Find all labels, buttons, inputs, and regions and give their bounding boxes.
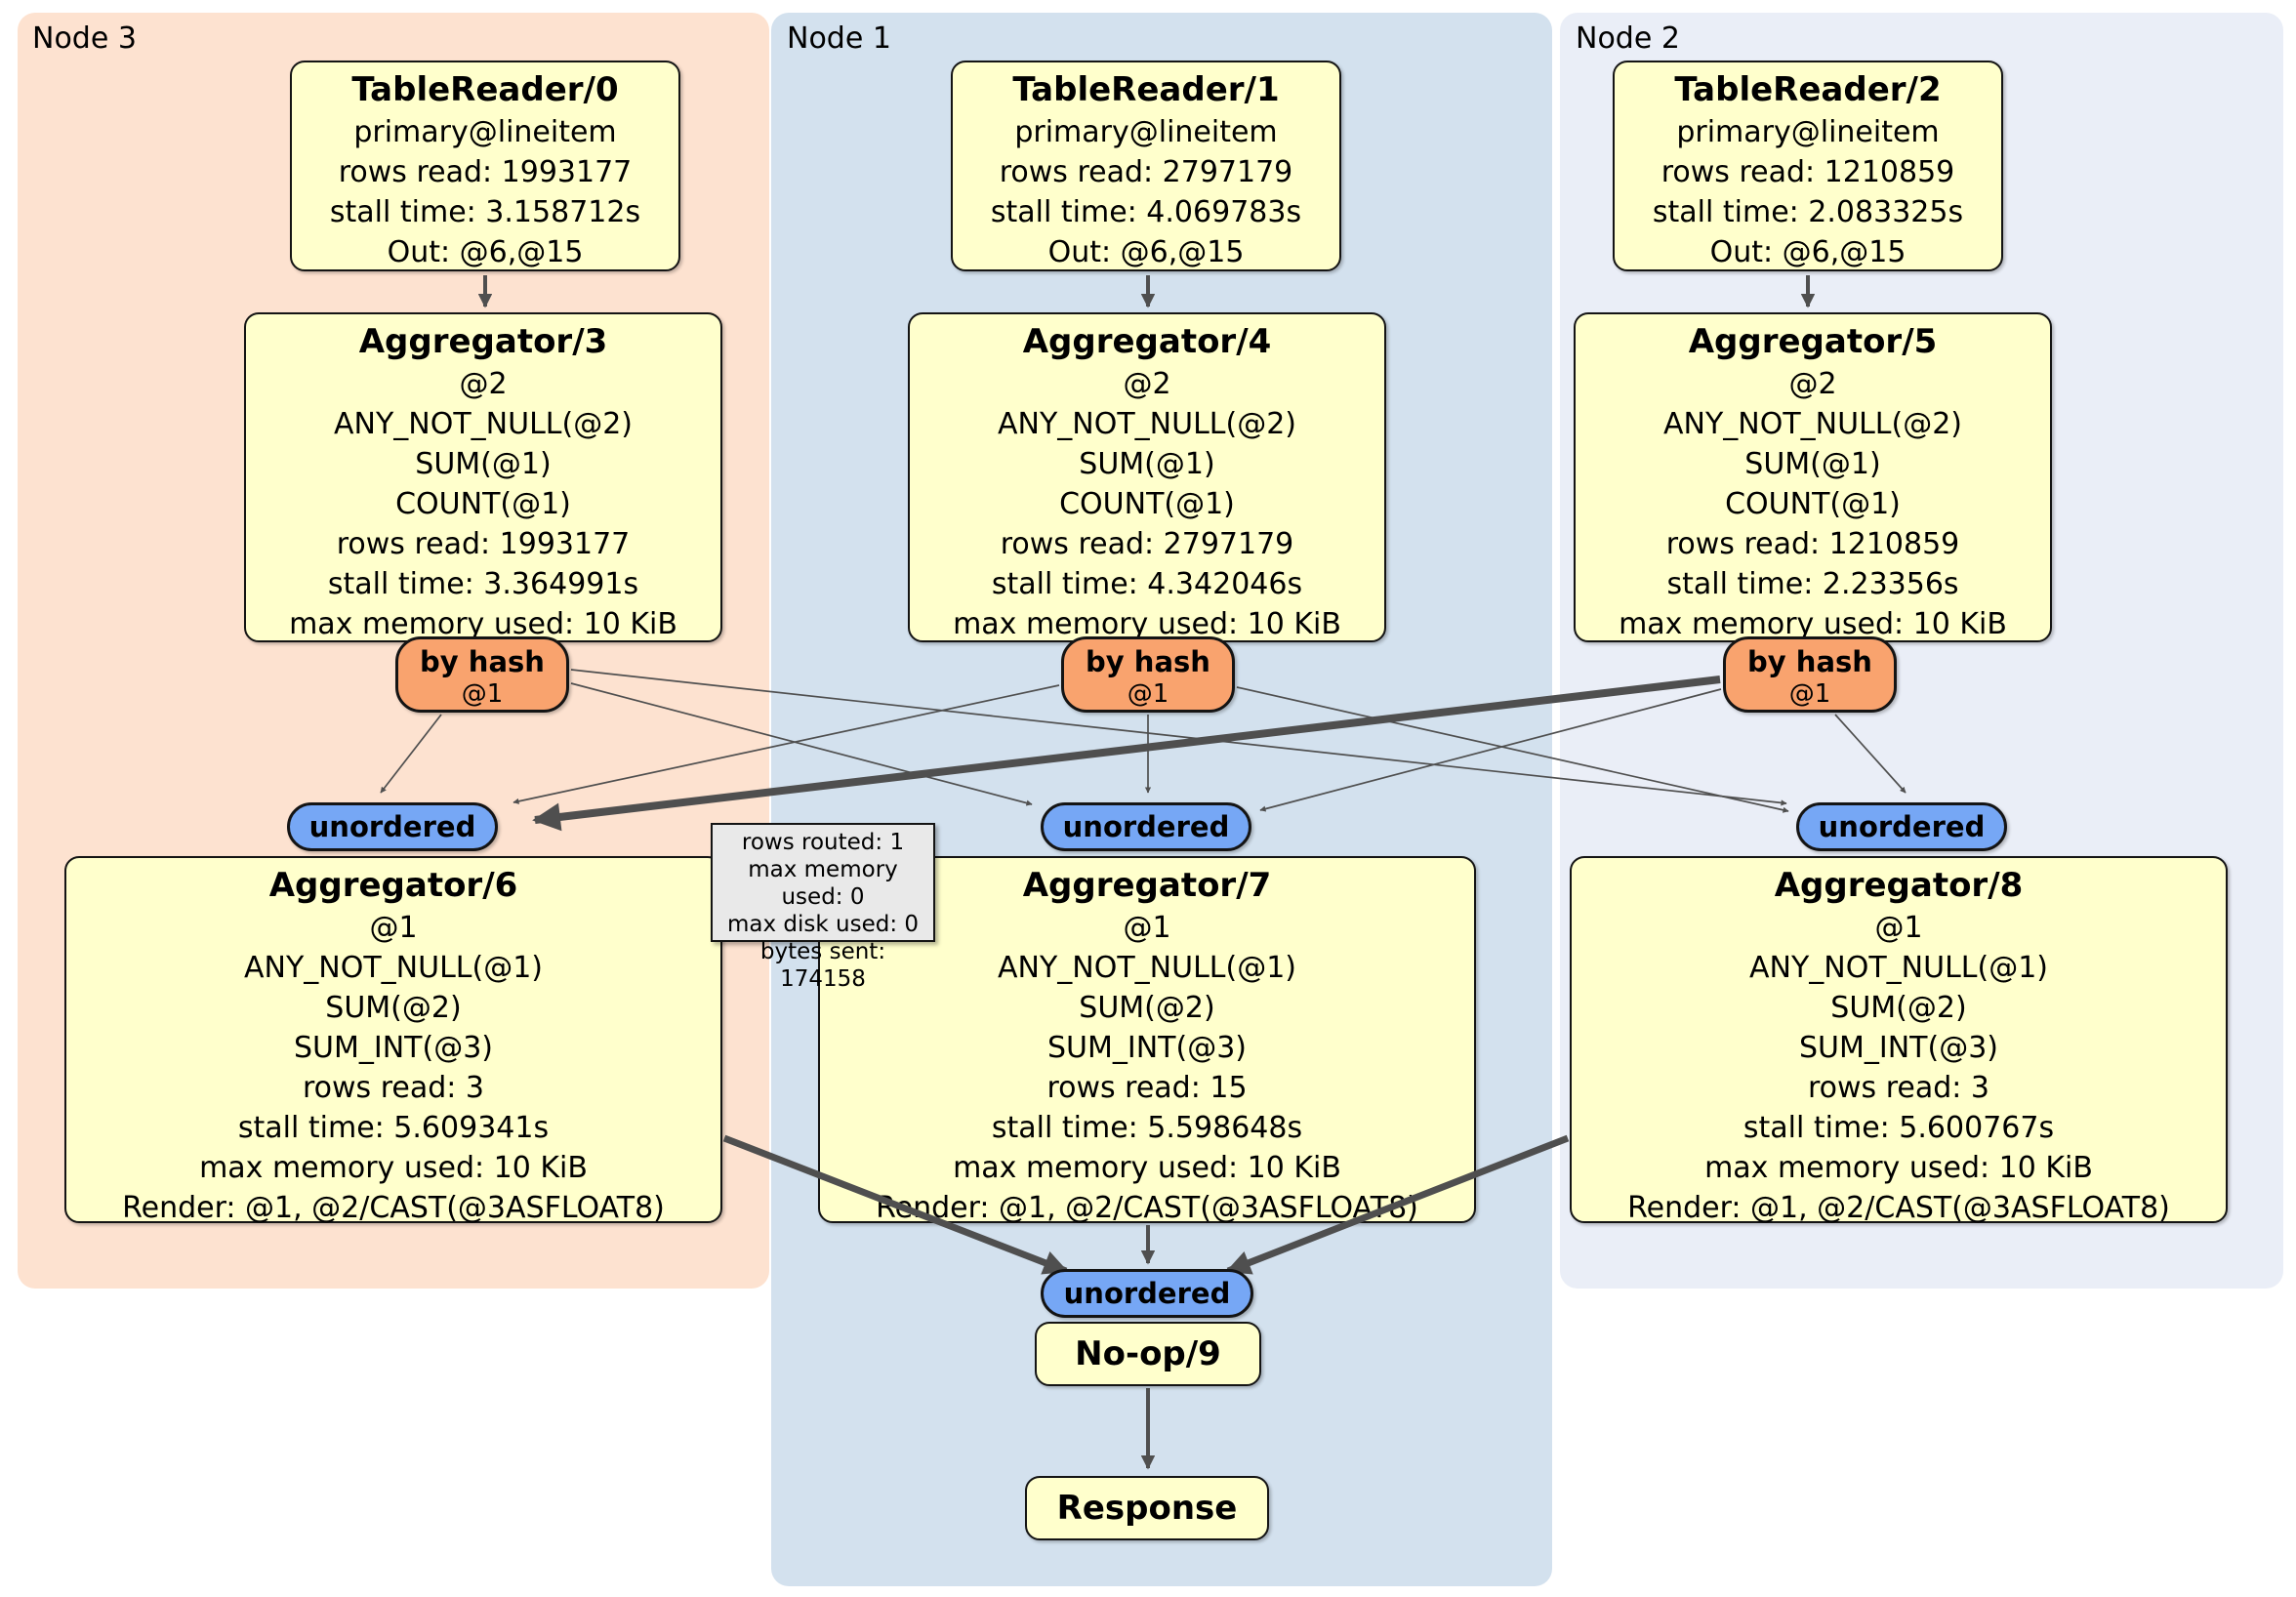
node-detail: primary@lineitem: [353, 115, 617, 149]
node-detail: ANY_NOT_NULL(@1): [998, 951, 1296, 985]
node-detail: max memory used: 10 KiB: [1704, 1151, 2093, 1185]
node-title: TableReader/0: [351, 70, 619, 109]
router-key: @1: [1788, 679, 1831, 709]
node-detail: Out: @6,@15: [387, 235, 584, 269]
node-detail: ANY_NOT_NULL(@1): [244, 951, 543, 985]
sync-unordered-node2: unordered: [1796, 802, 2007, 851]
node-title: Response: [1056, 1489, 1238, 1528]
node-detail: ANY_NOT_NULL(@2): [334, 407, 633, 441]
node-detail: max memory used: 10 KiB: [1619, 607, 2007, 641]
node-title: No-op/9: [1075, 1334, 1221, 1373]
tooltip-line: max memory used: 0: [748, 857, 898, 910]
node-detail: Render: @1, @2/CAST(@3ASFLOAT8): [876, 1191, 1418, 1225]
node-response: Response: [1025, 1476, 1269, 1540]
node-detail: rows read: 1210859: [1660, 155, 1955, 189]
panel-label-node-2: Node 2: [1576, 21, 1680, 56]
node-detail: max memory used: 10 KiB: [289, 607, 677, 641]
node-detail: rows read: 3: [1807, 1071, 1990, 1105]
node-detail: @2: [1123, 367, 1171, 401]
node-detail: stall time: 5.598648s: [991, 1111, 1303, 1145]
node-aggregator-5: Aggregator/5 @2 ANY_NOT_NULL(@2) SUM(@1)…: [1574, 312, 2052, 642]
node-detail: stall time: 2.23356s: [1666, 567, 1959, 601]
node-detail: stall time: 3.364991s: [327, 567, 639, 601]
node-detail: SUM_INT(@3): [294, 1031, 493, 1065]
node-detail: SUM(@2): [1079, 991, 1215, 1025]
node-title: TableReader/1: [1012, 70, 1280, 109]
node-detail: SUM(@1): [1079, 447, 1215, 481]
router-key: @1: [1127, 679, 1169, 709]
node-detail: @2: [459, 367, 508, 401]
edge-stats-tooltip: rows routed: 1 max memory used: 0 max di…: [711, 823, 935, 992]
node-aggregator-8: Aggregator/8 @1 ANY_NOT_NULL(@1) SUM(@2)…: [1570, 856, 2228, 1225]
router-label: by hash: [1747, 645, 1872, 678]
node-detail: primary@lineitem: [1014, 115, 1278, 149]
router-by-hash-node3: by hash @1: [395, 636, 569, 713]
router-label: by hash: [1086, 645, 1210, 678]
sync-unordered-node3: unordered: [287, 802, 498, 851]
node-detail: rows read: 1210859: [1665, 527, 1960, 561]
router-by-hash-node2: by hash @1: [1723, 636, 1897, 713]
node-detail: Render: @1, @2/CAST(@3ASFLOAT8): [122, 1191, 665, 1225]
router-key: @1: [461, 679, 504, 709]
node-detail: max memory used: 10 KiB: [953, 1151, 1341, 1185]
node-detail: rows read: 1993177: [336, 527, 631, 561]
node-detail: COUNT(@1): [395, 487, 571, 521]
node-aggregator-4: Aggregator/4 @2 ANY_NOT_NULL(@2) SUM(@1)…: [908, 312, 1386, 642]
node-detail: stall time: 4.069783s: [990, 195, 1302, 229]
node-detail: SUM(@2): [1830, 991, 1967, 1025]
node-detail: Out: @6,@15: [1047, 235, 1245, 269]
node-detail: ANY_NOT_NULL(@1): [1749, 951, 2048, 985]
node-detail: stall time: 5.609341s: [237, 1111, 550, 1145]
node-detail: stall time: 3.158712s: [329, 195, 641, 229]
node-detail: max memory used: 10 KiB: [953, 607, 1341, 641]
node-detail: @1: [1874, 911, 1923, 945]
node-detail: @2: [1788, 367, 1837, 401]
panel-label-node-1: Node 1: [787, 21, 891, 56]
node-detail: COUNT(@1): [1059, 487, 1235, 521]
node-detail: SUM(@2): [325, 991, 462, 1025]
node-detail: rows read: 15: [1046, 1071, 1248, 1105]
node-tablereader-2: TableReader/2 primary@lineitem rows read…: [1613, 61, 2003, 271]
node-detail: Render: @1, @2/CAST(@3ASFLOAT8): [1627, 1191, 2170, 1225]
router-by-hash-node1: by hash @1: [1061, 636, 1235, 713]
node-detail: stall time: 5.600767s: [1742, 1111, 2055, 1145]
node-title: Aggregator/4: [1022, 322, 1272, 361]
node-tablereader-1: TableReader/1 primary@lineitem rows read…: [951, 61, 1341, 271]
node-detail: ANY_NOT_NULL(@2): [998, 407, 1296, 441]
node-detail: SUM_INT(@3): [1047, 1031, 1247, 1065]
node-detail: Out: @6,@15: [1709, 235, 1906, 269]
node-title: Aggregator/8: [1774, 866, 2024, 905]
node-detail: rows read: 3: [302, 1071, 485, 1105]
node-detail: rows read: 1993177: [338, 155, 633, 189]
node-detail: @1: [369, 911, 418, 945]
node-title: Aggregator/7: [1022, 866, 1272, 905]
node-title: TableReader/2: [1674, 70, 1942, 109]
node-title: Aggregator/5: [1688, 322, 1938, 361]
node-tablereader-0: TableReader/0 primary@lineitem rows read…: [290, 61, 680, 271]
tooltip-line: rows routed: 1: [741, 830, 905, 855]
node-detail: rows read: 2797179: [1000, 527, 1294, 561]
tooltip-line: max disk used: 0: [726, 912, 920, 937]
node-detail: SUM(@1): [415, 447, 552, 481]
node-aggregator-3: Aggregator/3 @2 ANY_NOT_NULL(@2) SUM(@1)…: [244, 312, 722, 642]
sync-unordered-final: unordered: [1041, 1269, 1253, 1318]
node-detail: primary@lineitem: [1676, 115, 1940, 149]
node-noop-9: No-op/9: [1035, 1322, 1261, 1386]
node-detail: max memory used: 10 KiB: [199, 1151, 588, 1185]
panel-label-node-3: Node 3: [32, 21, 137, 56]
node-detail: COUNT(@1): [1725, 487, 1901, 521]
node-aggregator-6: Aggregator/6 @1 ANY_NOT_NULL(@1) SUM(@2)…: [64, 856, 722, 1225]
router-label: by hash: [420, 645, 545, 678]
sync-unordered-node1: unordered: [1041, 802, 1251, 851]
node-detail: SUM(@1): [1744, 447, 1881, 481]
node-detail: stall time: 4.342046s: [991, 567, 1303, 601]
node-detail: stall time: 2.083325s: [1652, 195, 1964, 229]
node-detail: rows read: 2797179: [999, 155, 1293, 189]
node-title: Aggregator/3: [358, 322, 608, 361]
node-detail: SUM_INT(@3): [1799, 1031, 1998, 1065]
tooltip-line: bytes sent: 174158: [759, 939, 886, 992]
node-detail: @1: [1123, 911, 1171, 945]
node-detail: ANY_NOT_NULL(@2): [1663, 407, 1962, 441]
node-title: Aggregator/6: [268, 866, 518, 905]
